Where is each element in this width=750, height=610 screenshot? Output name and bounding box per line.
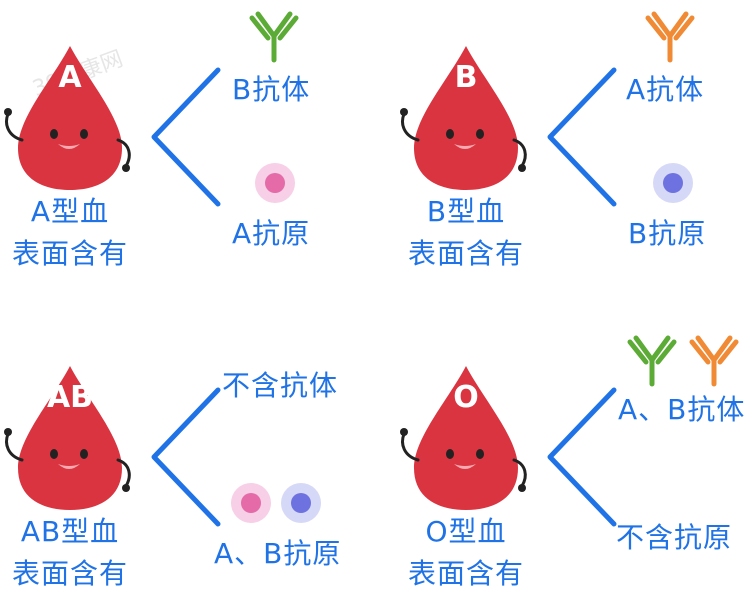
antigen-b-icon: [653, 163, 693, 203]
bracket-connector: [151, 387, 221, 527]
bracket-connector: [547, 387, 617, 527]
drop-letter: B: [454, 60, 478, 95]
antibody-orange-icon: [645, 11, 695, 63]
panel-type-a: 39健康网 A A型血 表面含有 B抗体 A抗原: [0, 0, 370, 290]
blood-drop-icon: [400, 366, 527, 510]
antigen-label: 不含抗原: [616, 521, 733, 554]
blood-type-caption: O型血: [425, 515, 507, 548]
bracket-connector: [151, 67, 221, 207]
panel-type-b: B B型血 表面含有 A抗体 B抗原: [396, 0, 750, 290]
antigen-b-icon: [281, 483, 321, 523]
antibody-orange-icon: [689, 335, 739, 387]
antibody-green-icon: [627, 335, 677, 387]
antibody-label: B抗体: [232, 73, 311, 106]
blood-type-caption: B型血: [426, 195, 506, 228]
drop-letter: A: [58, 60, 82, 95]
antibody-green-icon: [249, 11, 299, 63]
blood-drop-icon: [4, 46, 131, 190]
blood-drop-icon: [4, 366, 131, 510]
bracket-connector: [547, 67, 617, 207]
antigen-label: A抗原: [232, 217, 311, 250]
antigen-a-icon: [255, 163, 295, 203]
antigen-label: B抗原: [628, 217, 707, 250]
surface-contains-caption: 表面含有: [407, 237, 524, 270]
antigen-a-icon: [231, 483, 271, 523]
blood-type-caption: A型血: [30, 195, 110, 228]
panel-type-ab: AB AB型血 表面含有 不含抗体 A、B抗原: [0, 320, 370, 610]
antigen-label: A、B抗原: [214, 537, 342, 570]
antibody-label: A、B抗体: [618, 393, 746, 426]
drop-letter: AB: [46, 380, 94, 415]
blood-type-caption: AB型血: [20, 515, 120, 548]
surface-contains-caption: 表面含有: [11, 237, 128, 270]
drop-letter: O: [453, 380, 479, 415]
antibody-label: 不含抗体: [222, 369, 339, 402]
panel-type-o: O O型血 表面含有 A、B抗体 不含抗原: [396, 320, 750, 610]
surface-contains-caption: 表面含有: [407, 557, 524, 590]
antibody-label: A抗体: [626, 73, 705, 106]
blood-drop-icon: [400, 46, 527, 190]
surface-contains-caption: 表面含有: [11, 557, 128, 590]
